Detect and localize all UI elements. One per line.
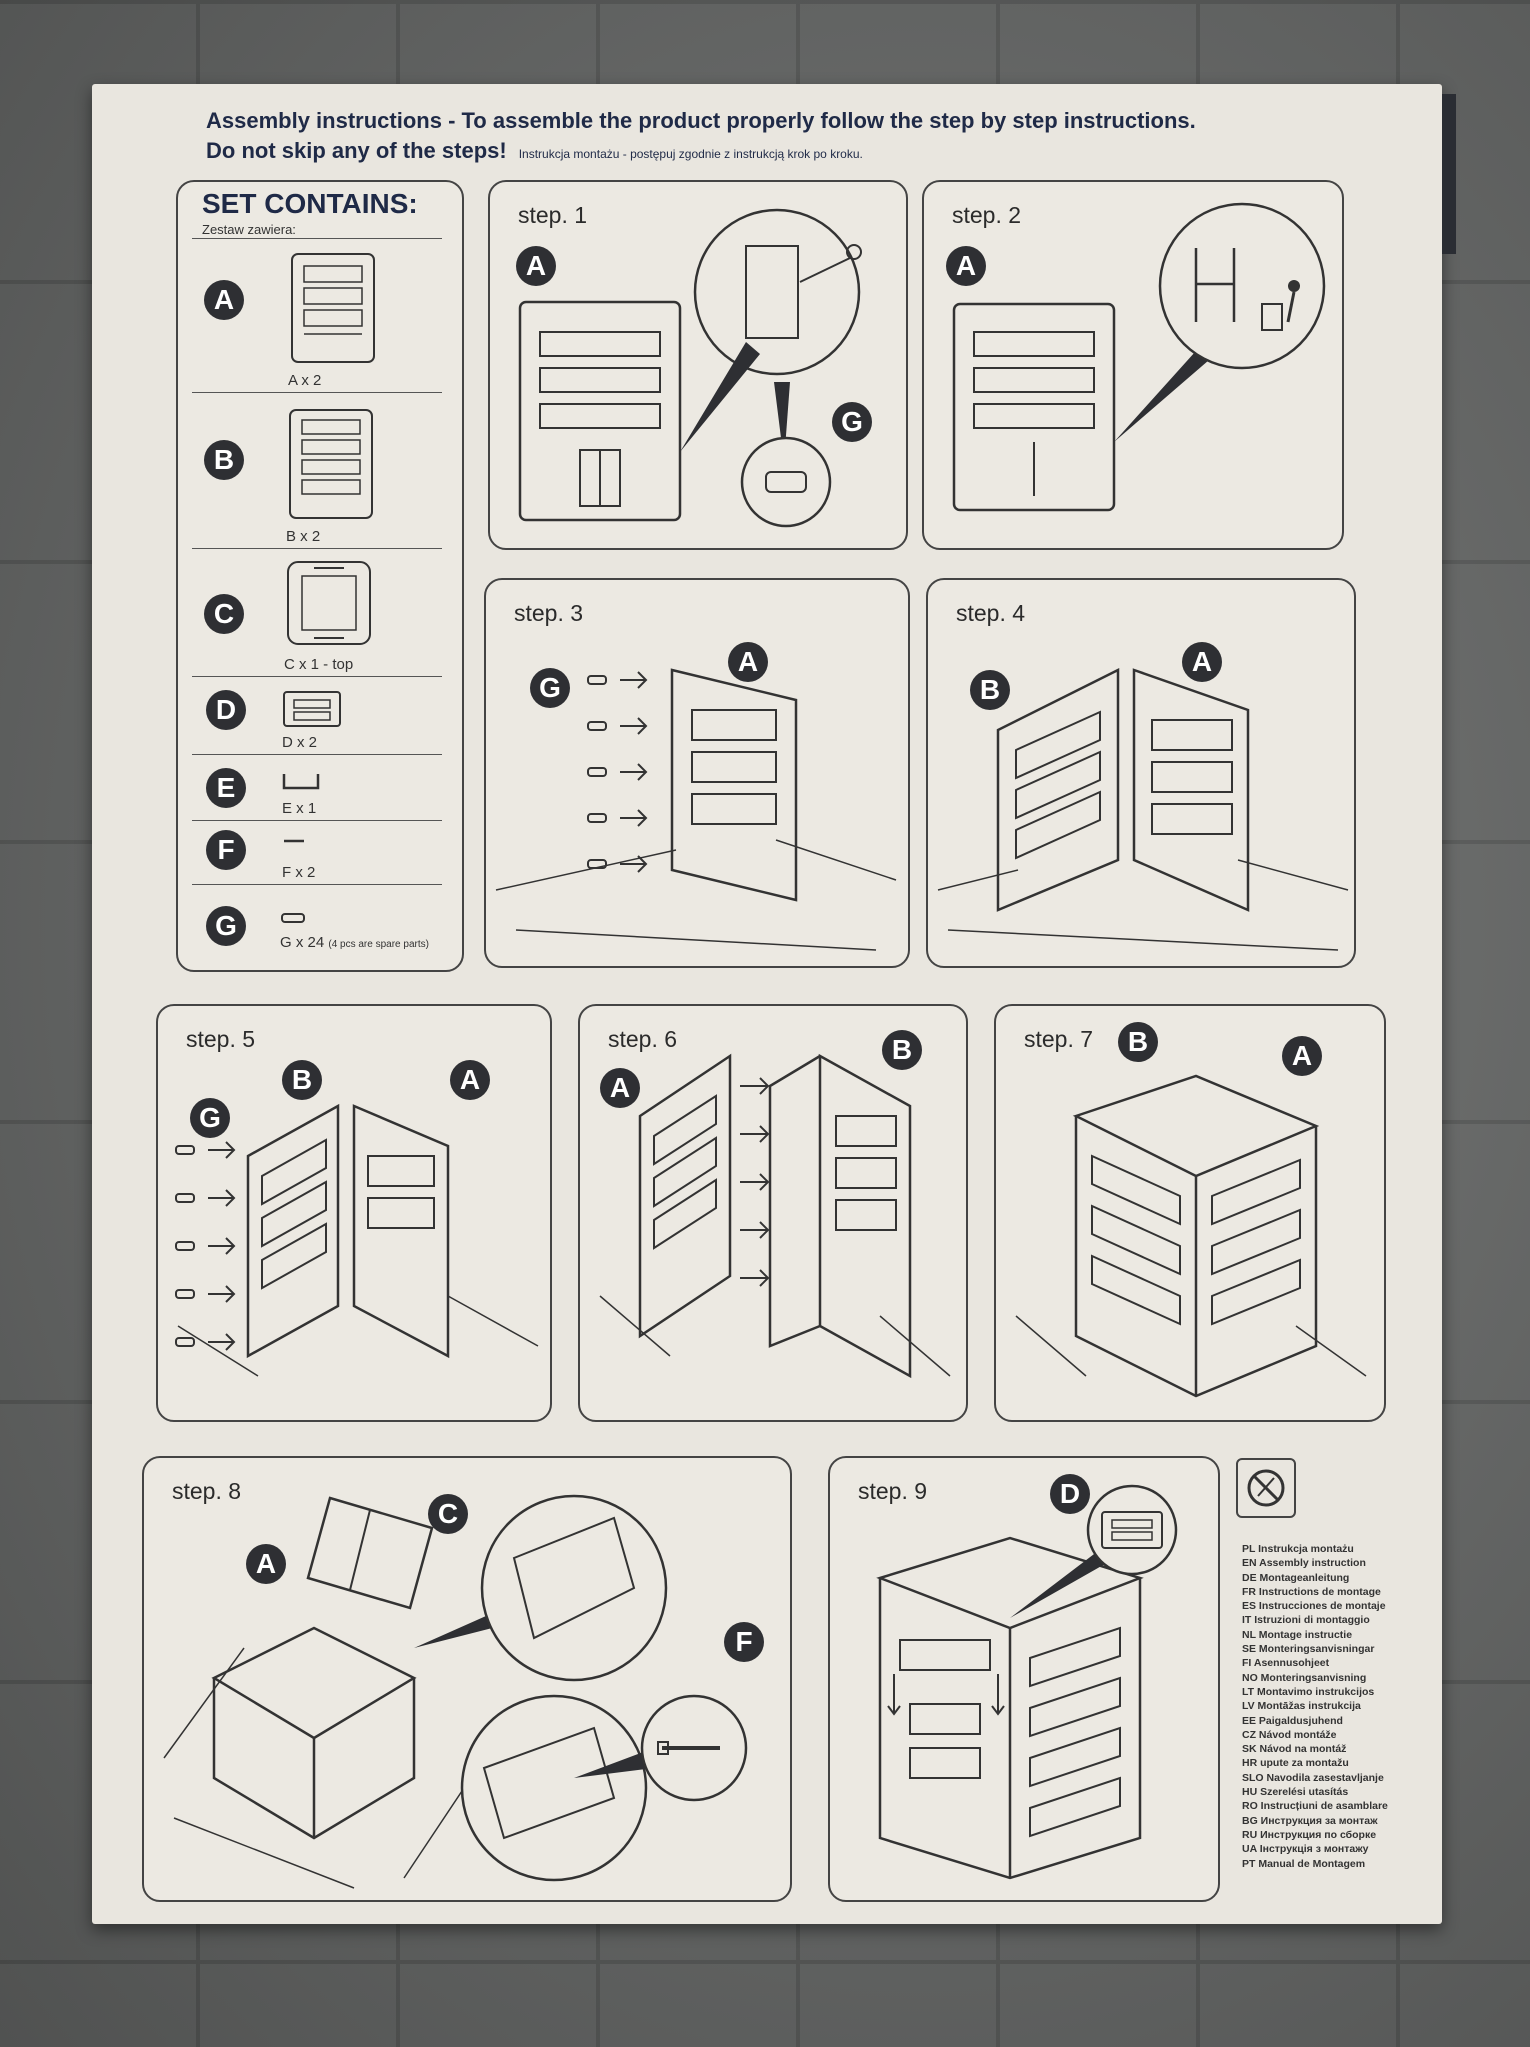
language-item: NL Montage instructie	[1242, 1628, 1432, 1642]
part-c-illustration	[284, 558, 374, 648]
no-tools-icon-box	[1236, 1458, 1296, 1518]
part-e-badge: E	[206, 768, 246, 808]
part-g-qty: G x 24 (4 pcs are spare parts)	[280, 934, 429, 951]
set-divider	[192, 676, 442, 677]
part-b-qty: B x 2	[286, 528, 320, 545]
step-5-illustration	[168, 1086, 548, 1416]
part-g-note: (4 pcs are spare parts)	[328, 939, 429, 950]
part-a-illustration	[288, 248, 378, 368]
step-4-panel: step. 4 B A	[926, 578, 1356, 968]
language-item: PL Instrukcja montażu	[1242, 1542, 1432, 1556]
part-f-badge: F	[206, 830, 246, 870]
part-d-illustration	[282, 690, 342, 730]
part-c-qty: C x 1 - top	[284, 656, 353, 673]
language-list: PL Instrukcja montażu EN Assembly instru…	[1242, 1542, 1432, 1871]
part-d-badge: D	[206, 690, 246, 730]
step-9-illustration	[840, 1468, 1210, 1888]
set-contains-title: SET CONTAINS:	[202, 188, 418, 220]
language-item: DE Montageanleitung	[1242, 1571, 1432, 1585]
instruction-sheet: Assembly instructions - To assemble the …	[92, 84, 1442, 1924]
set-divider	[192, 754, 442, 755]
part-g-badge: G	[206, 906, 246, 946]
part-g-qty-main: G x 24	[280, 934, 324, 951]
step-3-panel: step. 3 G A	[484, 578, 910, 968]
step-3-label: step. 3	[514, 600, 583, 627]
language-item: SK Návod na montáž	[1242, 1742, 1432, 1756]
language-item: ES Instrucciones de montaje	[1242, 1599, 1432, 1613]
language-item: LT Montavimo instrukcijos	[1242, 1685, 1432, 1699]
language-item: HU Szerelési utasítás	[1242, 1785, 1432, 1799]
header-line-2-small: Instrukcja montażu - postępuj zgodnie z …	[519, 147, 863, 161]
language-item: UA Інструкція з монтажу	[1242, 1842, 1432, 1856]
step-8-panel: step. 8 A C F	[142, 1456, 792, 1902]
part-f-qty: F x 2	[282, 864, 315, 881]
set-divider	[192, 884, 442, 885]
language-item: IT Istruzioni di montaggio	[1242, 1613, 1432, 1627]
step-6-illustration	[590, 1046, 960, 1406]
step-2-illustration	[944, 192, 1324, 522]
step-5-label: step. 5	[186, 1026, 255, 1053]
step-4-illustration	[938, 660, 1348, 960]
language-item: PT Manual de Montagem	[1242, 1857, 1432, 1871]
step-6-panel: step. 6 A B	[578, 1004, 968, 1422]
part-b-illustration	[286, 404, 376, 524]
language-item: LV Montāžas instrukcija	[1242, 1699, 1432, 1713]
part-b-badge: B	[204, 440, 244, 480]
set-divider	[192, 238, 442, 239]
language-item: FR Instructions de montage	[1242, 1585, 1432, 1599]
step-7-label: step. 7	[1024, 1026, 1093, 1053]
set-divider	[192, 392, 442, 393]
language-item: SE Monteringsanvisningar	[1242, 1642, 1432, 1656]
language-item: FI Asennusohjeet	[1242, 1656, 1432, 1670]
step-3-illustration	[496, 640, 896, 960]
language-item: EE Paigaldusjuhend	[1242, 1714, 1432, 1728]
part-c-badge: C	[204, 594, 244, 634]
language-item: BG Инструкция за монтаж	[1242, 1814, 1432, 1828]
step-1-illustration	[510, 212, 890, 542]
step-4-label: step. 4	[956, 600, 1025, 627]
language-item: RU Инструкция по сборке	[1242, 1828, 1432, 1842]
step-1-panel: step. 1 A G	[488, 180, 908, 550]
set-contains-panel: SET CONTAINS: Zestaw zawiera: A A x 2 B …	[176, 180, 464, 972]
no-tools-icon	[1246, 1468, 1286, 1508]
set-contains-subtitle: Zestaw zawiera:	[202, 222, 296, 237]
header-line-2: Do not skip any of the steps! Instrukcja …	[206, 138, 863, 164]
part-g-illustration	[280, 912, 310, 924]
step-7-panel: step. 7 B A	[994, 1004, 1386, 1422]
part-d-qty: D x 2	[282, 734, 317, 751]
header-line-2-main: Do not skip any of the steps!	[206, 138, 507, 163]
step-8-illustration	[154, 1478, 784, 1898]
part-e-qty: E x 1	[282, 800, 316, 817]
header-line-1: Assembly instructions - To assemble the …	[206, 108, 1196, 134]
language-item: EN Assembly instruction	[1242, 1556, 1432, 1570]
part-f-illustration	[282, 838, 312, 844]
step-5-panel: step. 5 G B A	[156, 1004, 552, 1422]
part-e-illustration	[282, 772, 322, 792]
language-item: CZ Návod montáže	[1242, 1728, 1432, 1742]
step-7-illustration	[1006, 1056, 1376, 1416]
language-item: HR upute za montažu	[1242, 1756, 1432, 1770]
part-a-qty: A x 2	[288, 372, 321, 389]
step-9-panel: step. 9 D	[828, 1456, 1220, 1902]
language-item: NO Monteringsanvisning	[1242, 1671, 1432, 1685]
set-divider	[192, 548, 442, 549]
part-a-badge: A	[204, 280, 244, 320]
language-item: RO Instrucțiuni de asamblare	[1242, 1799, 1432, 1813]
language-item: SLO Navodila zasestavljanje	[1242, 1771, 1432, 1785]
step-2-panel: step. 2 A	[922, 180, 1344, 550]
set-divider	[192, 820, 442, 821]
